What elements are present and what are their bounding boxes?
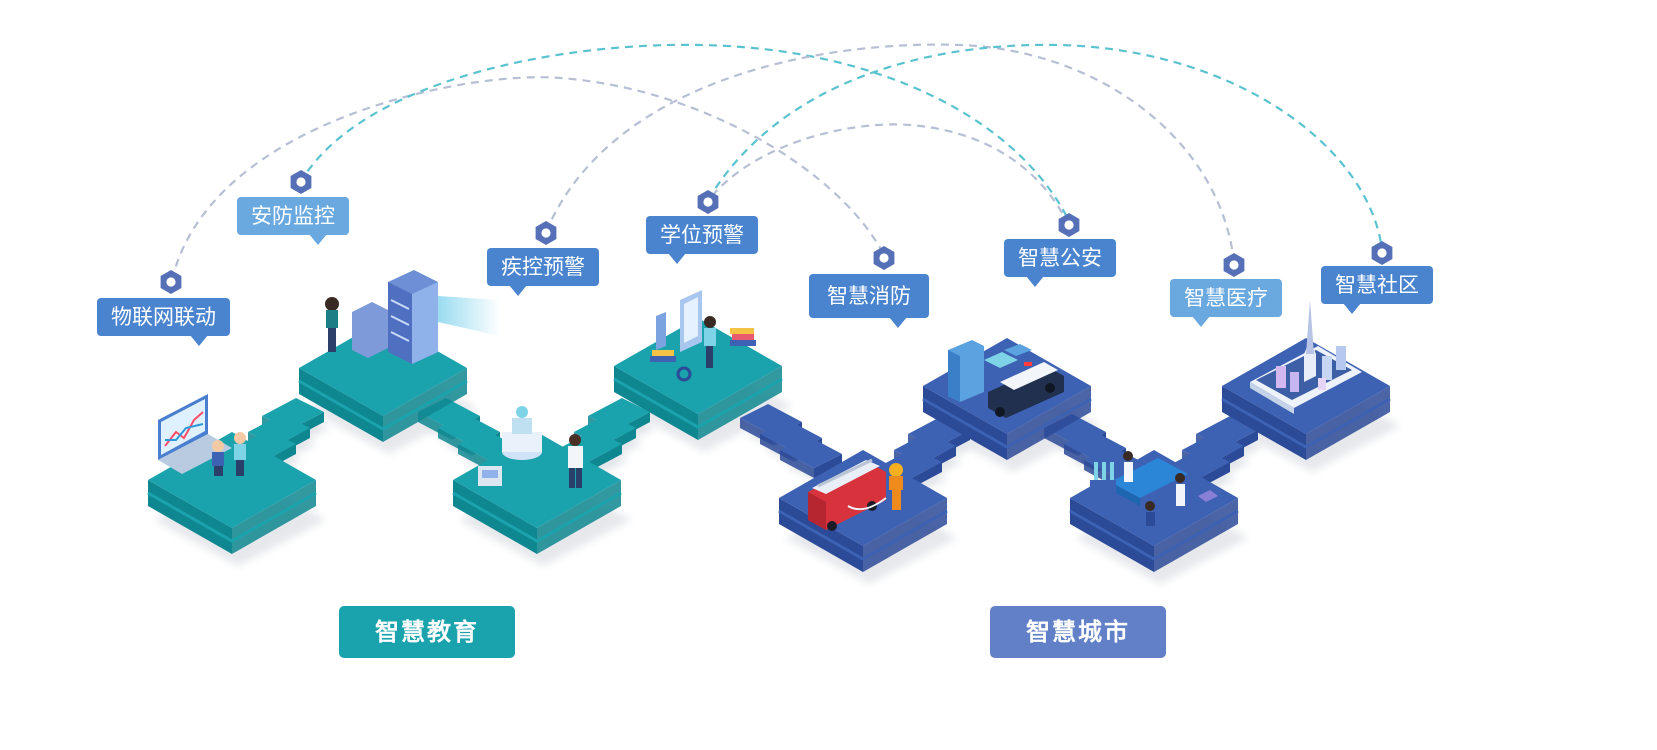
tag-police[interactable]: 智慧公安 [1004, 239, 1116, 287]
hex-node-iot [160, 270, 182, 294]
tag-medical[interactable]: 智慧医疗 [1170, 279, 1282, 327]
tag-community[interactable]: 智慧社区 [1321, 266, 1433, 314]
tag-epidemic[interactable]: 疾控预警 [487, 248, 599, 296]
connection-arcs [170, 43, 1384, 281]
laptop-chart-icon [158, 394, 246, 476]
hex-node-seat [697, 190, 719, 214]
tag-seat[interactable]: 学位预警 [646, 216, 758, 264]
hex-nodes [160, 170, 1393, 294]
platform-iot-ridge [147, 491, 317, 543]
hex-node-fire [873, 246, 895, 270]
arc-seat-community [707, 43, 1384, 251]
tag-iot[interactable]: 物联网联动 [97, 298, 230, 346]
hex-node-police [1058, 213, 1080, 237]
hex-node-security [290, 170, 312, 194]
arc-epidemic-medical [544, 43, 1236, 263]
platform-police-ridge [922, 397, 1092, 449]
platform-medical-ridge [1069, 509, 1239, 561]
fire-truck-icon [808, 458, 903, 531]
meeting-icon [1090, 451, 1218, 526]
platform-community [1221, 338, 1391, 460]
arc-iot-fire [170, 76, 885, 281]
tag-security[interactable]: 安防监控 [237, 197, 349, 245]
city-button[interactable]: 智慧城市 [990, 606, 1166, 658]
hex-node-epidemic [535, 221, 557, 245]
police-car-icon [948, 340, 1064, 418]
platform-seat-ridge [613, 377, 783, 429]
platform-epidemic-ridge [452, 491, 622, 543]
platform-fire-ridge [778, 509, 948, 561]
platform-security-ridge [298, 379, 468, 431]
library-icon [650, 290, 756, 382]
tag-fire[interactable]: 智慧消防 [809, 274, 929, 328]
hex-node-community [1371, 241, 1393, 265]
arc-seat-police [711, 123, 1067, 221]
server-icon [325, 270, 500, 364]
education-button[interactable]: 智慧教育 [339, 606, 515, 658]
lab-icon [478, 406, 583, 488]
arc-security-police [299, 43, 1071, 224]
platform-community-ridge [1221, 397, 1391, 449]
hex-node-medical [1223, 253, 1245, 277]
city-tablet-icon [1250, 300, 1362, 414]
